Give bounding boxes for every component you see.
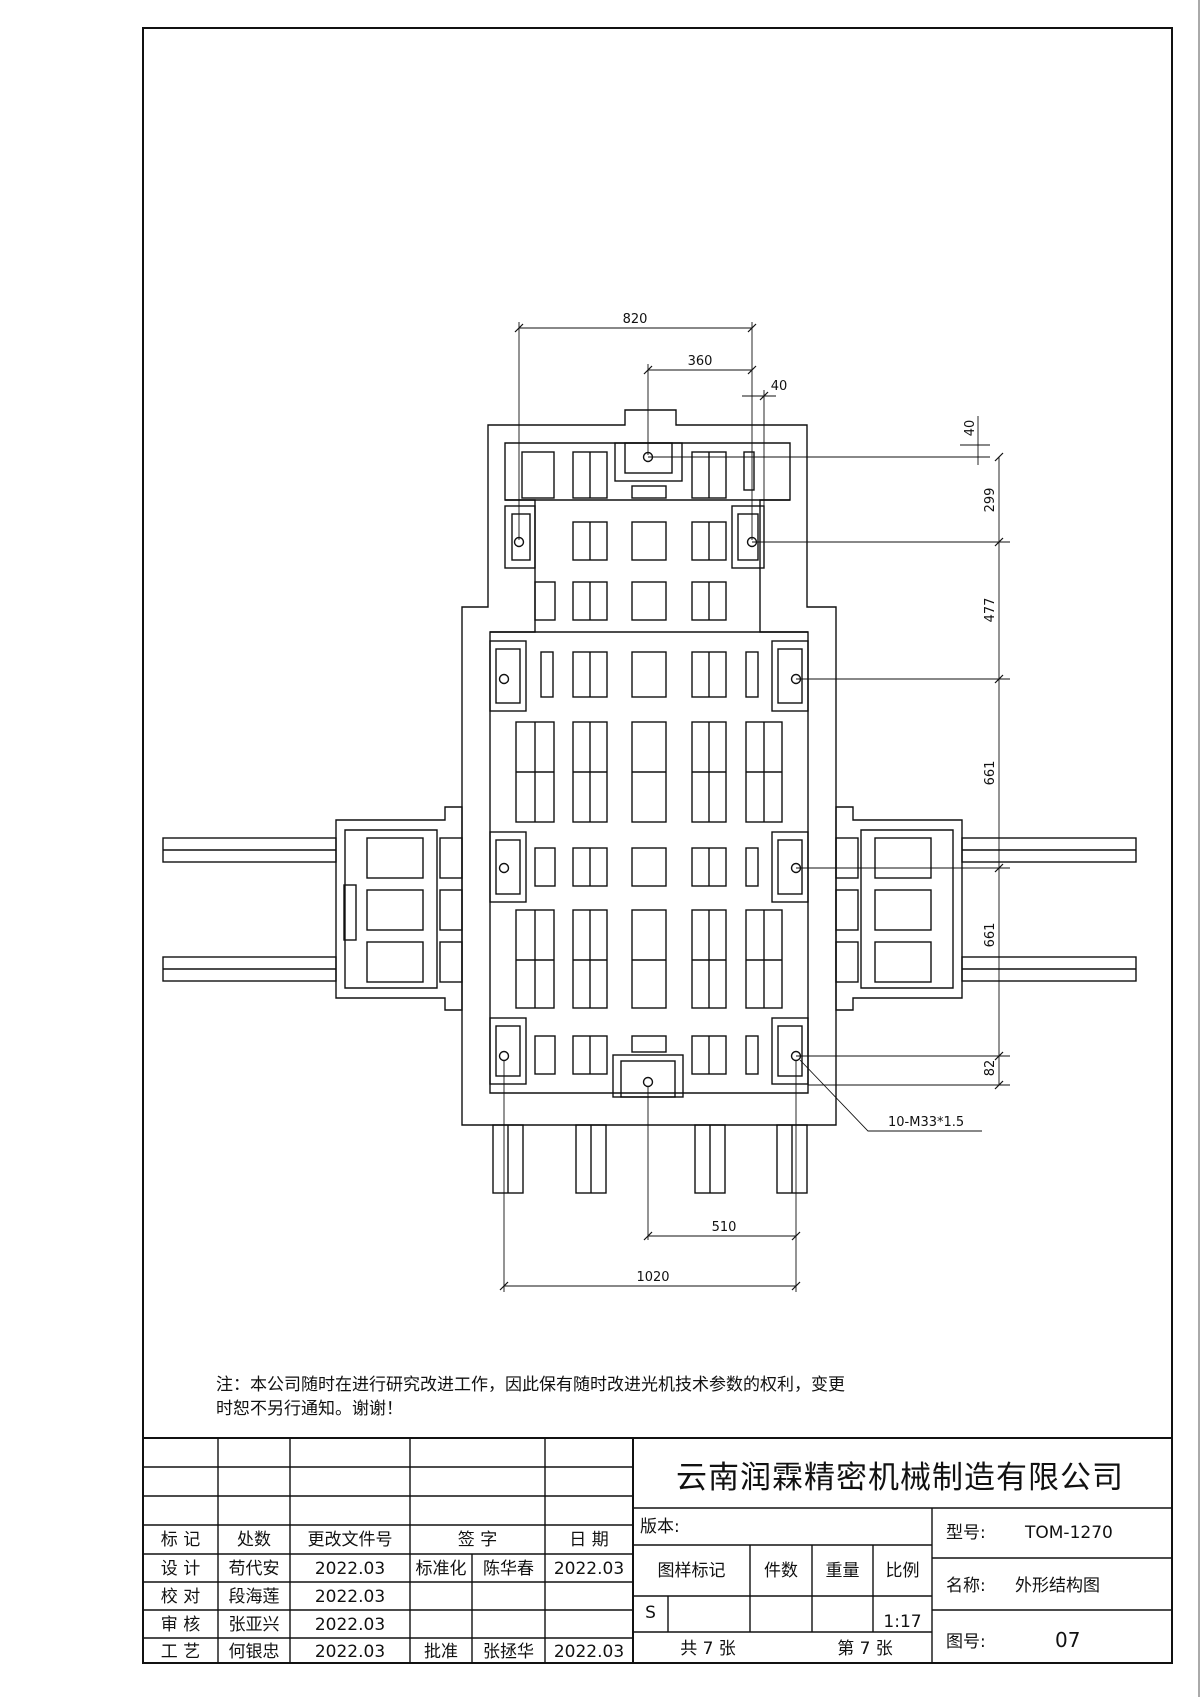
- name-process: 何银忠: [228, 1642, 280, 1662]
- date-process: 2022.03: [314, 1642, 386, 1662]
- scale-value: 1:17: [883, 1612, 922, 1632]
- name-review: 张亚兴: [228, 1615, 280, 1635]
- clamp-lower-right: [771, 1017, 809, 1085]
- dimension-ticks: [499, 323, 1004, 1291]
- role-check: 校 对: [160, 1587, 201, 1607]
- dimension-lines: [503, 322, 1010, 1292]
- scale-label: 比例: [885, 1561, 920, 1581]
- date-check: 2022.03: [314, 1587, 386, 1607]
- total-sheets: 共 7 张: [680, 1639, 736, 1659]
- name-value: 外形结构图: [1015, 1576, 1100, 1596]
- clamp-mid-left: [489, 640, 527, 712]
- approve-name: 张拯华: [483, 1642, 534, 1662]
- clamp-mid-right: [771, 640, 809, 712]
- dim-477: 477: [983, 598, 998, 623]
- date-design: 2022.03: [314, 1559, 386, 1579]
- name-design: 苟代安: [228, 1559, 280, 1579]
- clamp-center-left: [489, 831, 527, 903]
- right-wing: [835, 806, 963, 1011]
- standard-label: 标准化: [415, 1559, 467, 1579]
- header-mark: 标 记: [160, 1530, 201, 1550]
- mounting-holes: [498, 451, 802, 1088]
- header-sign: 签 字: [457, 1530, 498, 1550]
- clamp-upper-left: [504, 505, 536, 569]
- name-check: 段海莲: [228, 1587, 280, 1607]
- header-change-doc: 更改文件号: [307, 1530, 393, 1550]
- body-inner-outline: [489, 442, 809, 1094]
- approve-date: 2022.03: [553, 1642, 625, 1662]
- sheet-number: 第 7 张: [837, 1639, 893, 1659]
- dim-1020: 1020: [636, 1270, 669, 1285]
- role-design: 设 计: [160, 1559, 201, 1579]
- dim-820: 820: [623, 312, 648, 327]
- dim-40-top: 40: [771, 379, 788, 394]
- standard-name: 陈华春: [483, 1559, 534, 1579]
- left-wing: [335, 806, 463, 1011]
- clamp-lower-left: [489, 1017, 527, 1085]
- dim-360: 360: [688, 354, 713, 369]
- model-value: TOM-1270: [1025, 1523, 1113, 1543]
- role-process: 工 艺: [160, 1642, 201, 1662]
- drawing-no-label: 图号:: [946, 1632, 986, 1652]
- pieces-label: 件数: [764, 1561, 798, 1581]
- body-outline: [461, 409, 837, 1126]
- dim-661-b: 661: [983, 923, 998, 948]
- standard-date: 2022.03: [553, 1559, 625, 1579]
- version-label: 版本:: [640, 1517, 680, 1537]
- pattern-mark-label: 图样标记: [657, 1561, 726, 1581]
- dim-510: 510: [712, 1220, 737, 1235]
- machine-outline-drawing: [162, 409, 1137, 1194]
- clamp-upper-right: [731, 505, 765, 569]
- revision-note: 注：本公司随时在进行研究改进工作，因此保有随时改进光机技术参数的权利，变更 时恕…: [216, 1373, 845, 1421]
- dim-40-right: 40: [963, 420, 978, 437]
- dim-299: 299: [983, 488, 998, 513]
- header-date: 日 期: [569, 1530, 609, 1550]
- revision-note-line1: 注：本公司随时在进行研究改进工作，因此保有随时改进光机技术参数的权利，变更: [216, 1375, 845, 1395]
- model-label: 型号:: [946, 1523, 986, 1543]
- feet: [492, 1124, 808, 1194]
- company-name: 云南润霖精密机械制造有限公司: [676, 1460, 1124, 1496]
- name-label: 名称:: [946, 1576, 986, 1596]
- revision-note-line2: 时恕不另行通知。谢谢！: [216, 1399, 403, 1419]
- title-block-grid: [142, 1437, 1173, 1664]
- clamp-center-right: [771, 831, 809, 903]
- role-review: 审 核: [160, 1615, 201, 1635]
- dim-661-a: 661: [983, 761, 998, 786]
- date-review: 2022.03: [314, 1615, 386, 1635]
- thread-callout: 10-M33*1.5: [888, 1115, 964, 1130]
- drawing-no-value: 07: [1055, 1628, 1081, 1652]
- header-count: 处数: [237, 1530, 271, 1550]
- weight-label: 重量: [825, 1561, 860, 1581]
- dim-82: 82: [983, 1060, 998, 1077]
- pocket-grid: [515, 451, 783, 1075]
- approve-label: 批准: [424, 1642, 458, 1662]
- stage-value: S: [645, 1603, 656, 1623]
